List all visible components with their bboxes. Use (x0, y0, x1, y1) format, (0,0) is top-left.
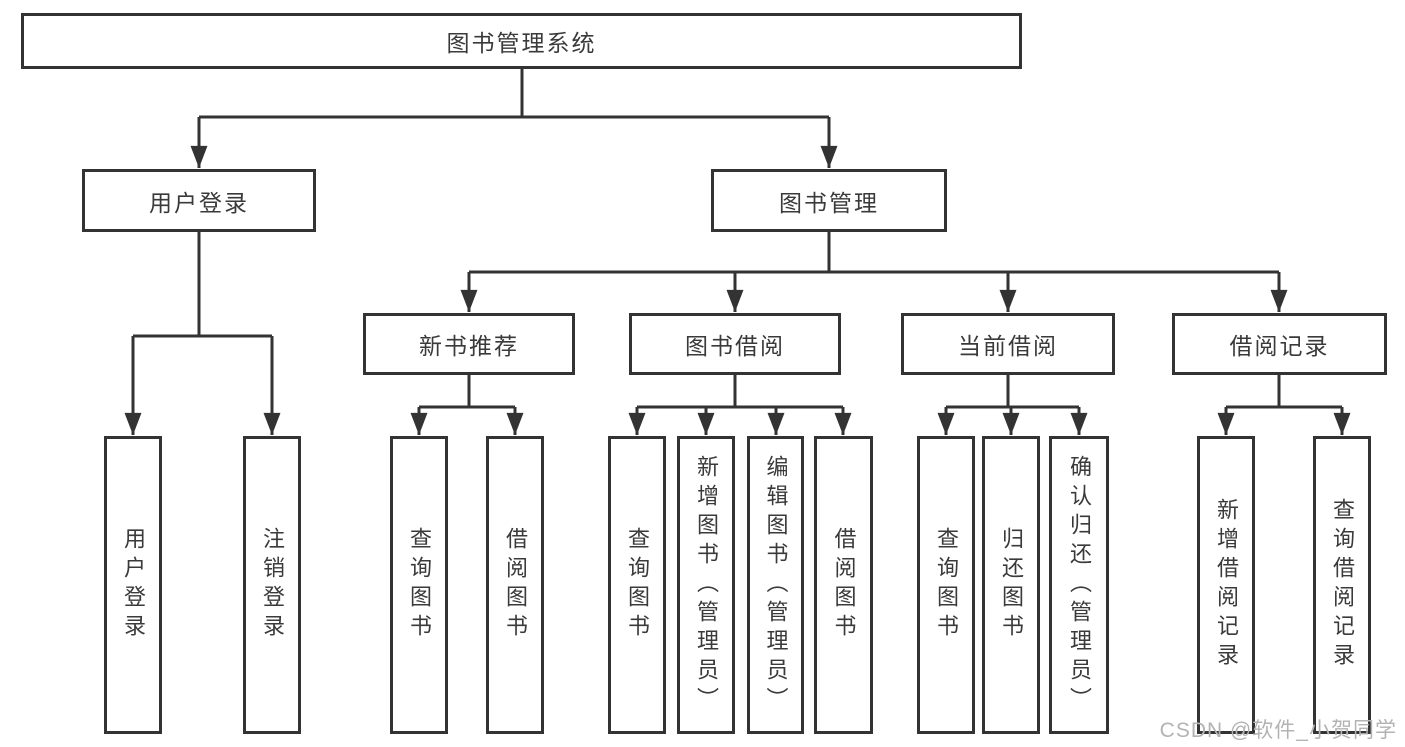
leaf-cu-return-books: 归还图书 (982, 436, 1040, 734)
leaf-bw-add-books-admin: 新增图书（管理员） (677, 436, 735, 734)
node-book-borrow-label: 图书借阅 (685, 333, 785, 359)
leaf-logout-label: 注销登录 (260, 527, 285, 643)
node-root-system: 图书管理系统 (21, 13, 1022, 69)
leaf-user-login: 用户登录 (104, 436, 162, 734)
leaf-user-login-label: 用户登录 (121, 527, 146, 643)
leaf-bw-borrow-books: 借阅图书 (814, 436, 873, 734)
leaf-nb-query-books-label: 查询图书 (407, 527, 432, 643)
leaf-bw-query-books: 查询图书 (608, 436, 666, 734)
node-current-borrow-label: 当前借阅 (958, 333, 1058, 359)
leaf-rc-query-record-label: 查询借阅记录 (1330, 498, 1355, 672)
csdn-watermark: CSDN @软件_小贺同学 (1159, 719, 1397, 742)
leaf-cu-confirm-return-admin-label: 确认归还（管理员） (1067, 454, 1092, 716)
leaf-bw-add-books-admin-label: 新增图书（管理员） (694, 454, 719, 716)
leaf-cu-confirm-return-admin: 确认归还（管理员） (1049, 436, 1109, 734)
leaf-cu-query-books: 查询图书 (917, 436, 975, 734)
node-book-management: 图书管理 (711, 169, 947, 232)
leaf-rc-add-record-label: 新增借阅记录 (1214, 498, 1239, 672)
leaf-rc-add-record: 新增借阅记录 (1197, 436, 1255, 734)
node-borrow-records-label: 借阅记录 (1229, 333, 1330, 359)
leaf-nb-query-books: 查询图书 (390, 436, 448, 734)
leaf-cu-return-books-label: 归还图书 (999, 527, 1024, 643)
leaf-bw-edit-books-admin-label: 编辑图书（管理员） (763, 454, 789, 716)
leaf-nb-borrow-books: 借阅图书 (486, 436, 544, 734)
node-borrow-records: 借阅记录 (1172, 313, 1387, 375)
leaf-bw-query-books-label: 查询图书 (625, 527, 650, 643)
node-current-borrow: 当前借阅 (901, 313, 1115, 375)
leaf-nb-borrow-books-label: 借阅图书 (503, 527, 528, 643)
leaf-bw-edit-books-admin: 编辑图书（管理员） (747, 436, 804, 734)
leaf-bw-borrow-books-label: 借阅图书 (831, 527, 857, 643)
leaf-cu-query-books-label: 查询图书 (934, 527, 959, 643)
node-new-book-recommend: 新书推荐 (363, 313, 575, 375)
node-book-borrow: 图书借阅 (629, 313, 841, 375)
node-book-management-label: 图书管理 (779, 189, 879, 216)
node-user-login-label: 用户登录 (149, 189, 249, 216)
leaf-rc-query-record: 查询借阅记录 (1313, 436, 1371, 734)
node-user-login-group: 用户登录 (82, 169, 316, 232)
node-root-label: 图书管理系统 (446, 30, 597, 56)
node-new-book-recommend-label: 新书推荐 (419, 333, 519, 359)
leaf-logout: 注销登录 (243, 436, 301, 734)
